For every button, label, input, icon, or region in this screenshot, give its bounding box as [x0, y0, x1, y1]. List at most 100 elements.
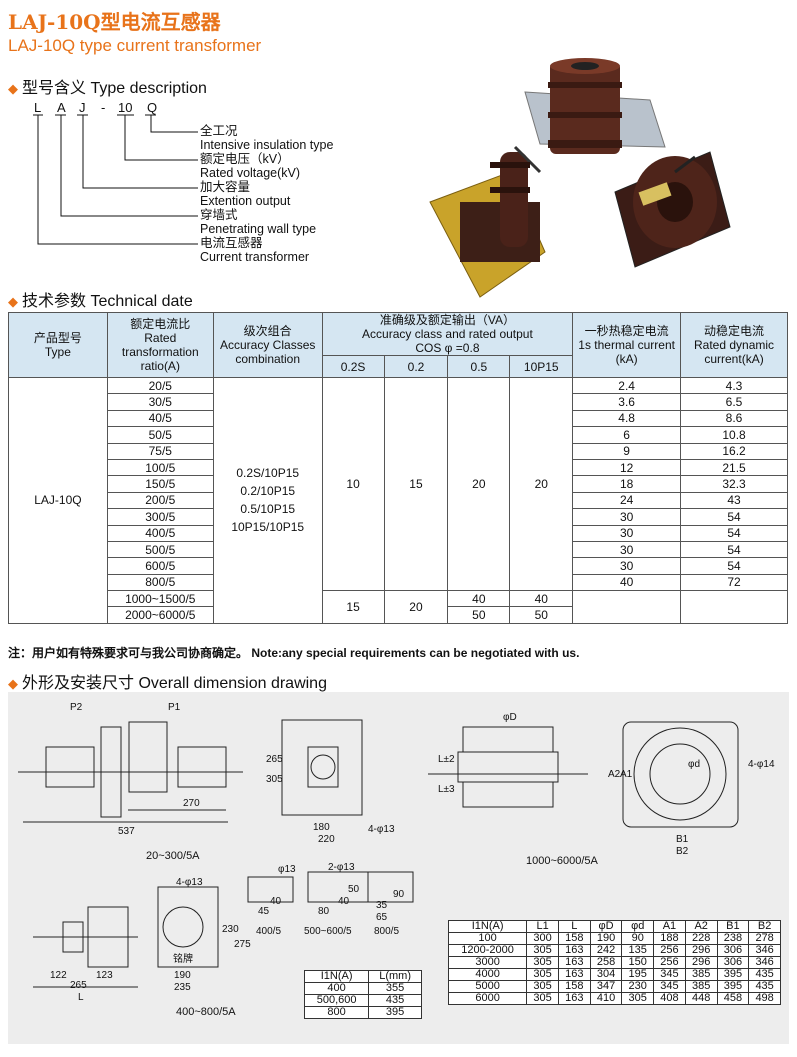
- table-cell: 345: [653, 980, 686, 993]
- type-description-heading: ◆型号含义 Type description: [8, 80, 207, 97]
- diamond-bullet-icon: ◆: [8, 81, 18, 96]
- dim-label: 45: [258, 906, 270, 917]
- ratio-cell: 50/5: [106, 426, 214, 444]
- dim-label: 265: [266, 754, 283, 765]
- dim-label: 400/5: [256, 926, 281, 937]
- table-cell: 346: [748, 944, 781, 957]
- dim-label: 122: [50, 970, 67, 981]
- caption-1000-6000: 1000~6000/5A: [526, 855, 598, 867]
- table-cell: 355: [368, 982, 422, 995]
- dim-label: B1: [676, 834, 689, 845]
- table-cell: 458: [716, 992, 750, 1005]
- table-cell: 345: [653, 968, 686, 981]
- code-letter: 10: [118, 100, 132, 115]
- dynamic-cell: 43: [680, 491, 788, 510]
- dynamic-cell: 8.6: [680, 409, 788, 428]
- dim-label: 537: [118, 826, 135, 837]
- table-header: B2: [748, 920, 781, 933]
- table-header: A2: [684, 920, 718, 933]
- note-text: 注：用户如有特殊要求可与我公司协商确定。 Note:any special re…: [8, 646, 580, 660]
- ratio-cell: 75/5: [106, 442, 214, 460]
- output-cell: 15: [383, 376, 449, 592]
- dim-label: P2: [70, 702, 83, 713]
- table-cell: 300: [526, 932, 559, 945]
- thermal-cell: 30: [572, 540, 682, 559]
- table-cell: 395: [368, 1006, 422, 1019]
- table-cell: 306: [716, 944, 750, 957]
- dim-label: P1: [168, 702, 181, 713]
- ratio-cell: 150/5: [106, 475, 214, 493]
- table-header: B1: [716, 920, 750, 933]
- table-header: L: [557, 920, 591, 933]
- dim-label: L±2: [438, 754, 455, 765]
- output-cell: 40: [447, 590, 511, 608]
- table-cell: 195: [621, 968, 655, 981]
- dim-label: A2: [608, 769, 621, 780]
- table-cell: 448: [684, 992, 718, 1005]
- ratio-cell: 800/5: [106, 573, 214, 592]
- table-cell: 163: [557, 968, 591, 981]
- ratio-cell: 20/5: [106, 376, 214, 395]
- product-photos: [429, 58, 731, 298]
- small-table-header: I1N(A): [303, 970, 370, 983]
- dim-label: 65: [376, 912, 388, 923]
- header-sub: 0.2: [383, 355, 449, 378]
- thermal-cell: 30: [572, 557, 682, 575]
- ratio-cell: 600/5: [106, 557, 214, 575]
- table-cell: 6000: [447, 992, 528, 1005]
- model-cell: LAJ-10Q: [8, 377, 108, 624]
- output-cell: 40: [509, 590, 574, 608]
- dimension-drawings: P2 P1 537 270 265 305 180 220 4-φ13 φD L…: [18, 702, 775, 1003]
- ratio-cell: 200/5: [106, 491, 214, 510]
- dim-label: 90: [393, 889, 405, 900]
- table-header: L1: [526, 920, 559, 933]
- thermal-cell: [572, 590, 682, 624]
- table-cell: 150: [621, 956, 655, 969]
- page-title-en: LAJ-10Q type current transformer: [8, 36, 262, 55]
- dimension-heading: ◆外形及安装尺寸 Overall dimension drawing: [8, 675, 327, 692]
- thermal-cell: 40: [572, 573, 682, 592]
- output-cell: 50: [509, 606, 574, 624]
- table-cell: 190: [589, 932, 623, 945]
- dynamic-cell: 10.8: [680, 426, 788, 444]
- caption-400-800: 400~800/5A: [176, 1006, 236, 1018]
- type-code-diagram: L A J - 10 Q: [33, 100, 198, 245]
- table-header: I1N(A): [447, 920, 528, 933]
- table-cell: 435: [368, 994, 422, 1007]
- thermal-cell: 18: [572, 475, 682, 493]
- dynamic-cell: 54: [680, 508, 788, 526]
- diamond-bullet-icon: ◆: [8, 676, 18, 691]
- table-cell: 5000: [447, 980, 528, 993]
- output-cell: 15: [321, 590, 385, 624]
- table-cell: 435: [748, 968, 781, 981]
- header-sub: 10P15: [509, 355, 574, 378]
- dim-label: 275: [234, 939, 251, 950]
- table-cell: 242: [589, 944, 623, 957]
- dynamic-cell: 21.5: [680, 458, 788, 477]
- code-letter: Q: [147, 100, 157, 115]
- table-cell: 395: [716, 980, 750, 993]
- table-cell: 238: [716, 932, 750, 945]
- dim-label: φd: [688, 759, 700, 770]
- table-cell: 163: [557, 956, 591, 969]
- dynamic-cell: 32.3: [680, 475, 788, 493]
- table-cell: 163: [557, 992, 591, 1005]
- table-cell: 435: [748, 980, 781, 993]
- output-cell: 20: [509, 376, 574, 592]
- dynamic-cell: 16.2: [680, 442, 788, 460]
- ratio-cell: 1000~1500/5: [106, 590, 214, 608]
- table-cell: 4000: [447, 968, 528, 981]
- dim-label: 180: [313, 822, 330, 833]
- table-cell: 800: [303, 1006, 370, 1019]
